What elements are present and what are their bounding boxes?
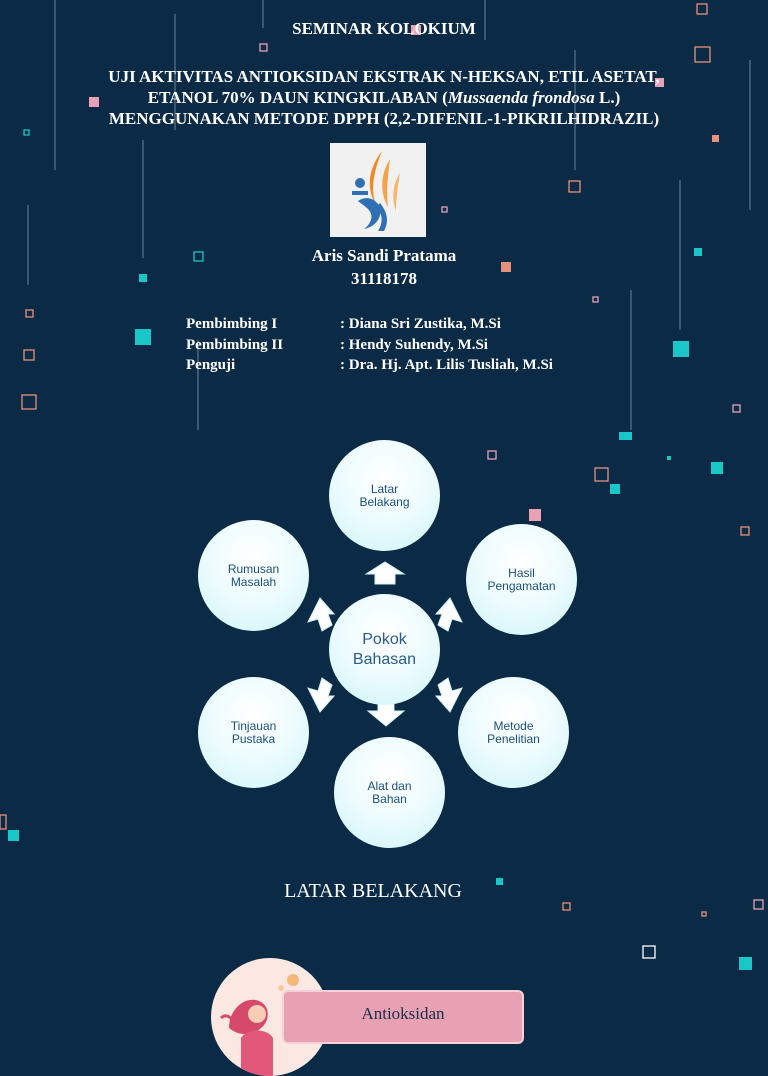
species-name: Mussaenda frondosa bbox=[447, 88, 595, 107]
presentation-title: UJI AKTIVITAS ANTIOKSIDAN EKSTRAK N-HEKS… bbox=[0, 66, 768, 129]
arrow-upper-left-icon bbox=[307, 597, 336, 632]
institution-logo-icon bbox=[352, 151, 400, 231]
advisor-name: : Hendy Suhendy, M.Si bbox=[340, 337, 488, 353]
decorative-background bbox=[0, 0, 764, 970]
title-line-1: UJI AKTIVITAS ANTIOKSIDAN EKSTRAK N-HEKS… bbox=[108, 67, 660, 86]
institution-logo bbox=[330, 143, 426, 237]
advisor-name: : Dra. Hj. Apt. Lilis Tusliah, M.Si bbox=[340, 357, 553, 373]
arrow-lower-left-icon bbox=[307, 677, 336, 713]
arrow-lower-right-icon bbox=[434, 677, 463, 713]
arrow-up-icon bbox=[364, 561, 406, 585]
author-name: Aris Sandi Pratama bbox=[311, 246, 457, 265]
antioksidan-box[interactable]: Antioksidan bbox=[282, 990, 524, 1044]
title-line-2: ETANOL 70% DAUN KINGKILABAN (Mussaenda f… bbox=[147, 88, 621, 107]
title-line-3: MENGGUNAKAN METODE DPPH (2,2-DIFENIL-1-P… bbox=[108, 109, 660, 128]
advisor-role: Pembimbing I bbox=[186, 316, 278, 332]
author-id: 31118178 bbox=[350, 269, 418, 288]
advisor-name: : Diana Sri Zustika, M.Si bbox=[340, 316, 501, 332]
diagram-arrows bbox=[307, 561, 463, 727]
section-heading: LATAR BELAKANG bbox=[284, 880, 462, 902]
advisor-role: Penguji bbox=[186, 357, 236, 373]
advisor-role: Pembimbing II bbox=[186, 337, 284, 353]
arrow-down-icon bbox=[366, 703, 406, 727]
seminar-label: SEMINAR KOLOKIUM bbox=[292, 19, 476, 38]
arrow-upper-right-icon bbox=[434, 597, 463, 632]
